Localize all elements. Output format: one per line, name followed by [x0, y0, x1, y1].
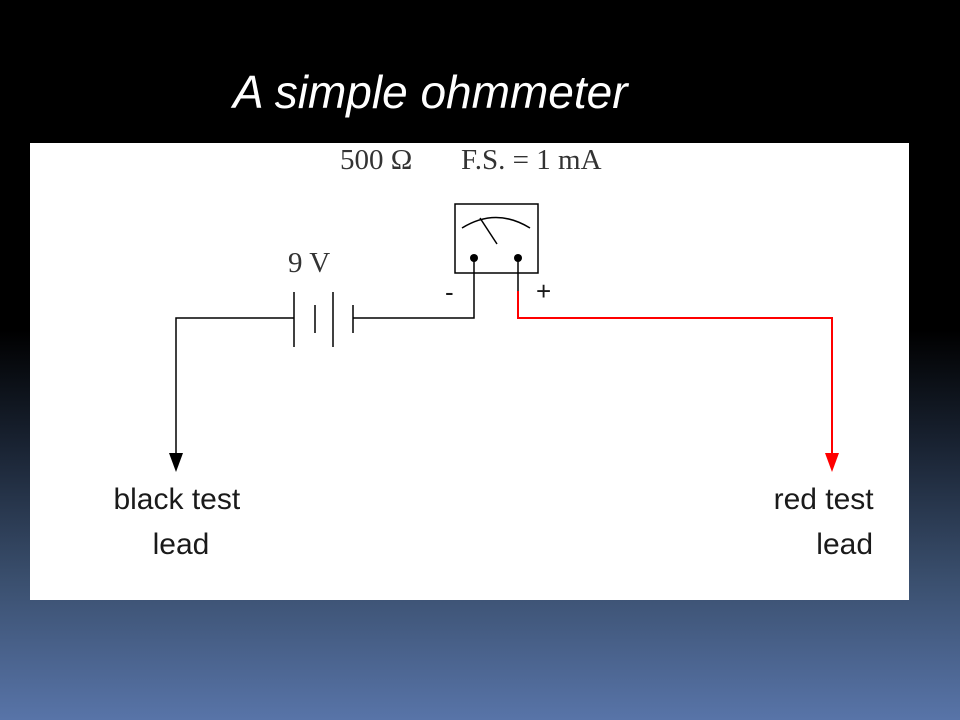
red-lead-line-1: red test — [774, 483, 875, 516]
circuit-svg: 500 Ω F.S. = 1 mA 9 V - + blac — [113, 144, 882, 561]
red-lead-line-2: lead — [816, 528, 873, 561]
meter-negative-terminal: - — [445, 277, 454, 307]
ohmmeter-diagram: 500 Ω F.S. = 1 mA 9 V - + blac — [30, 143, 909, 600]
meter-positive-terminal: + — [536, 276, 551, 306]
black-lead-wire — [175, 317, 294, 458]
red-lead-wire — [517, 291, 833, 458]
battery-icon — [293, 292, 354, 347]
slide-title: A simple ohmmeter — [233, 66, 628, 118]
black-lead-line-1: black test — [113, 483, 240, 516]
meter-rating-label: 500 Ω — [340, 144, 412, 176]
black-test-lead-label: black test lead — [113, 483, 248, 561]
meter-full-scale-label: F.S. = 1 mA — [461, 144, 602, 176]
arrow-down-icon — [825, 453, 839, 472]
arrow-down-icon — [169, 453, 183, 472]
black-wire — [353, 258, 475, 319]
meter-icon — [454, 203, 539, 274]
red-test-lead-label: red test lead — [774, 483, 882, 561]
battery-voltage-label: 9 V — [288, 247, 330, 279]
black-lead-line-2: lead — [153, 528, 210, 561]
